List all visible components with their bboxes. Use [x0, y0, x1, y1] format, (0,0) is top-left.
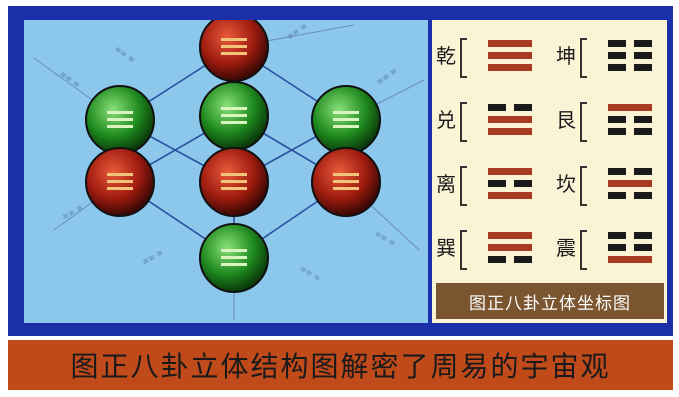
trigram-name: 离 [436, 172, 456, 196]
trigram-bracket [580, 38, 587, 78]
svg-text:≡≡ ≡: ≡≡ ≡ [373, 229, 397, 248]
svg-text:≡≡ ≡: ≡≡ ≡ [113, 44, 137, 64]
yin-line [608, 52, 626, 59]
yin-line [608, 40, 626, 47]
yin-line [608, 232, 626, 239]
trigram-name: 乾 [436, 44, 456, 68]
yin-line [608, 64, 626, 71]
sphere-trigram-line [107, 180, 133, 183]
yin-line [488, 256, 506, 263]
sphere-trigram-line [221, 173, 247, 176]
yin-line [608, 168, 626, 175]
sphere-trigram-line [107, 111, 133, 114]
sphere-trigram-line [333, 173, 359, 176]
sphere-trigram-line [333, 187, 359, 190]
yang-line [488, 244, 532, 251]
yang-line [488, 128, 532, 135]
sphere-trigram-line [221, 249, 247, 252]
sphere-trigram-line [333, 118, 359, 121]
yin-line [488, 180, 506, 187]
sphere-trigram-line [107, 187, 133, 190]
bottom-banner: 图正八卦立体结构图解密了周易的宇宙观 [8, 340, 673, 390]
legend-caption: 图正八卦立体坐标图 [469, 293, 631, 314]
yin-line [634, 40, 652, 47]
sphere-trigram-line [221, 114, 247, 117]
trigram-bracket [460, 166, 467, 206]
trigram-bracket [460, 230, 467, 270]
trigram-bracket [460, 102, 467, 142]
sphere-trigram-line [221, 256, 247, 259]
trigram-name: 艮 [556, 108, 576, 132]
svg-text:≡≡ ≡: ≡≡ ≡ [285, 21, 309, 41]
sphere-trigram-line [333, 180, 359, 183]
yin-line [488, 104, 506, 111]
trigram-bracket [580, 166, 587, 206]
yin-line [608, 116, 626, 123]
trigram-bracket [460, 38, 467, 78]
yin-line [634, 64, 652, 71]
sphere-trigram-line [221, 52, 247, 55]
cube-graphic: ≡≡ ≡ ≡≡ ≡ ≡≡ ≡ ≡≡ ≡ ≡≡ ≡ ≡≡ ≡ ≡≡ ≡ ≡≡ ≡ [33, 20, 425, 320]
yang-line [608, 104, 652, 111]
yang-line [488, 64, 532, 71]
sphere-trigram-line [333, 111, 359, 114]
yang-line [608, 180, 652, 187]
banner-text: 图正八卦立体结构图解密了周易的宇宙观 [70, 350, 611, 383]
trigram-name: 坎 [556, 172, 576, 196]
svg-text:≡≡ ≡: ≡≡ ≡ [298, 264, 322, 283]
yin-line [608, 192, 626, 199]
yin-line [634, 168, 652, 175]
sphere-trigram-line [221, 180, 247, 183]
sphere-trigram-line [221, 263, 247, 266]
sphere-trigram-line [107, 173, 133, 176]
yin-line [634, 52, 652, 59]
svg-text:≡≡ ≡: ≡≡ ≡ [58, 69, 82, 89]
yin-line [634, 128, 652, 135]
sphere-trigram-line [221, 121, 247, 124]
sphere-trigram-line [107, 125, 133, 128]
trigram-bracket [580, 230, 587, 270]
yin-line [634, 116, 652, 123]
trigram-cube-diagram: ≡≡ ≡ ≡≡ ≡ ≡≡ ≡ ≡≡ ≡ ≡≡ ≡ ≡≡ ≡ ≡≡ ≡ ≡≡ ≡ [24, 20, 428, 323]
svg-text:≡≡ ≡: ≡≡ ≡ [61, 203, 85, 222]
trigram-bracket [580, 102, 587, 142]
trigram-name: 坤 [556, 44, 576, 68]
yin-line [608, 128, 626, 135]
yin-line [634, 232, 652, 239]
svg-text:≡≡ ≡: ≡≡ ≡ [141, 248, 165, 267]
sphere-trigram-line [221, 38, 247, 41]
sphere-trigram-line [221, 187, 247, 190]
trigram-spheres [85, 20, 381, 293]
red-sphere [199, 20, 269, 82]
svg-text:≡≡ ≡: ≡≡ ≡ [375, 66, 399, 86]
sphere-trigram-line [221, 107, 247, 110]
trigram-legend-panel: 乾 坤兑 艮离 坎巽 震 [432, 20, 667, 323]
yang-line [488, 116, 532, 123]
trigram-name: 巽 [436, 236, 456, 260]
sphere-trigram-line [107, 118, 133, 121]
yang-line [608, 256, 652, 263]
yin-line [608, 244, 626, 251]
yang-line [488, 232, 532, 239]
yin-line [634, 244, 652, 251]
yang-line [488, 52, 532, 59]
yang-line [488, 168, 532, 175]
yin-line [514, 180, 532, 187]
yang-line [488, 40, 532, 47]
yin-line [514, 256, 532, 263]
sphere-trigram-line [221, 45, 247, 48]
sphere-trigram-line [333, 125, 359, 128]
yang-line [488, 192, 532, 199]
trigram-name: 震 [556, 236, 576, 260]
trigram-name: 兑 [436, 108, 456, 132]
yin-line [634, 192, 652, 199]
legend-caption-bar: 图正八卦立体坐标图 [436, 283, 664, 319]
yin-line [514, 104, 532, 111]
